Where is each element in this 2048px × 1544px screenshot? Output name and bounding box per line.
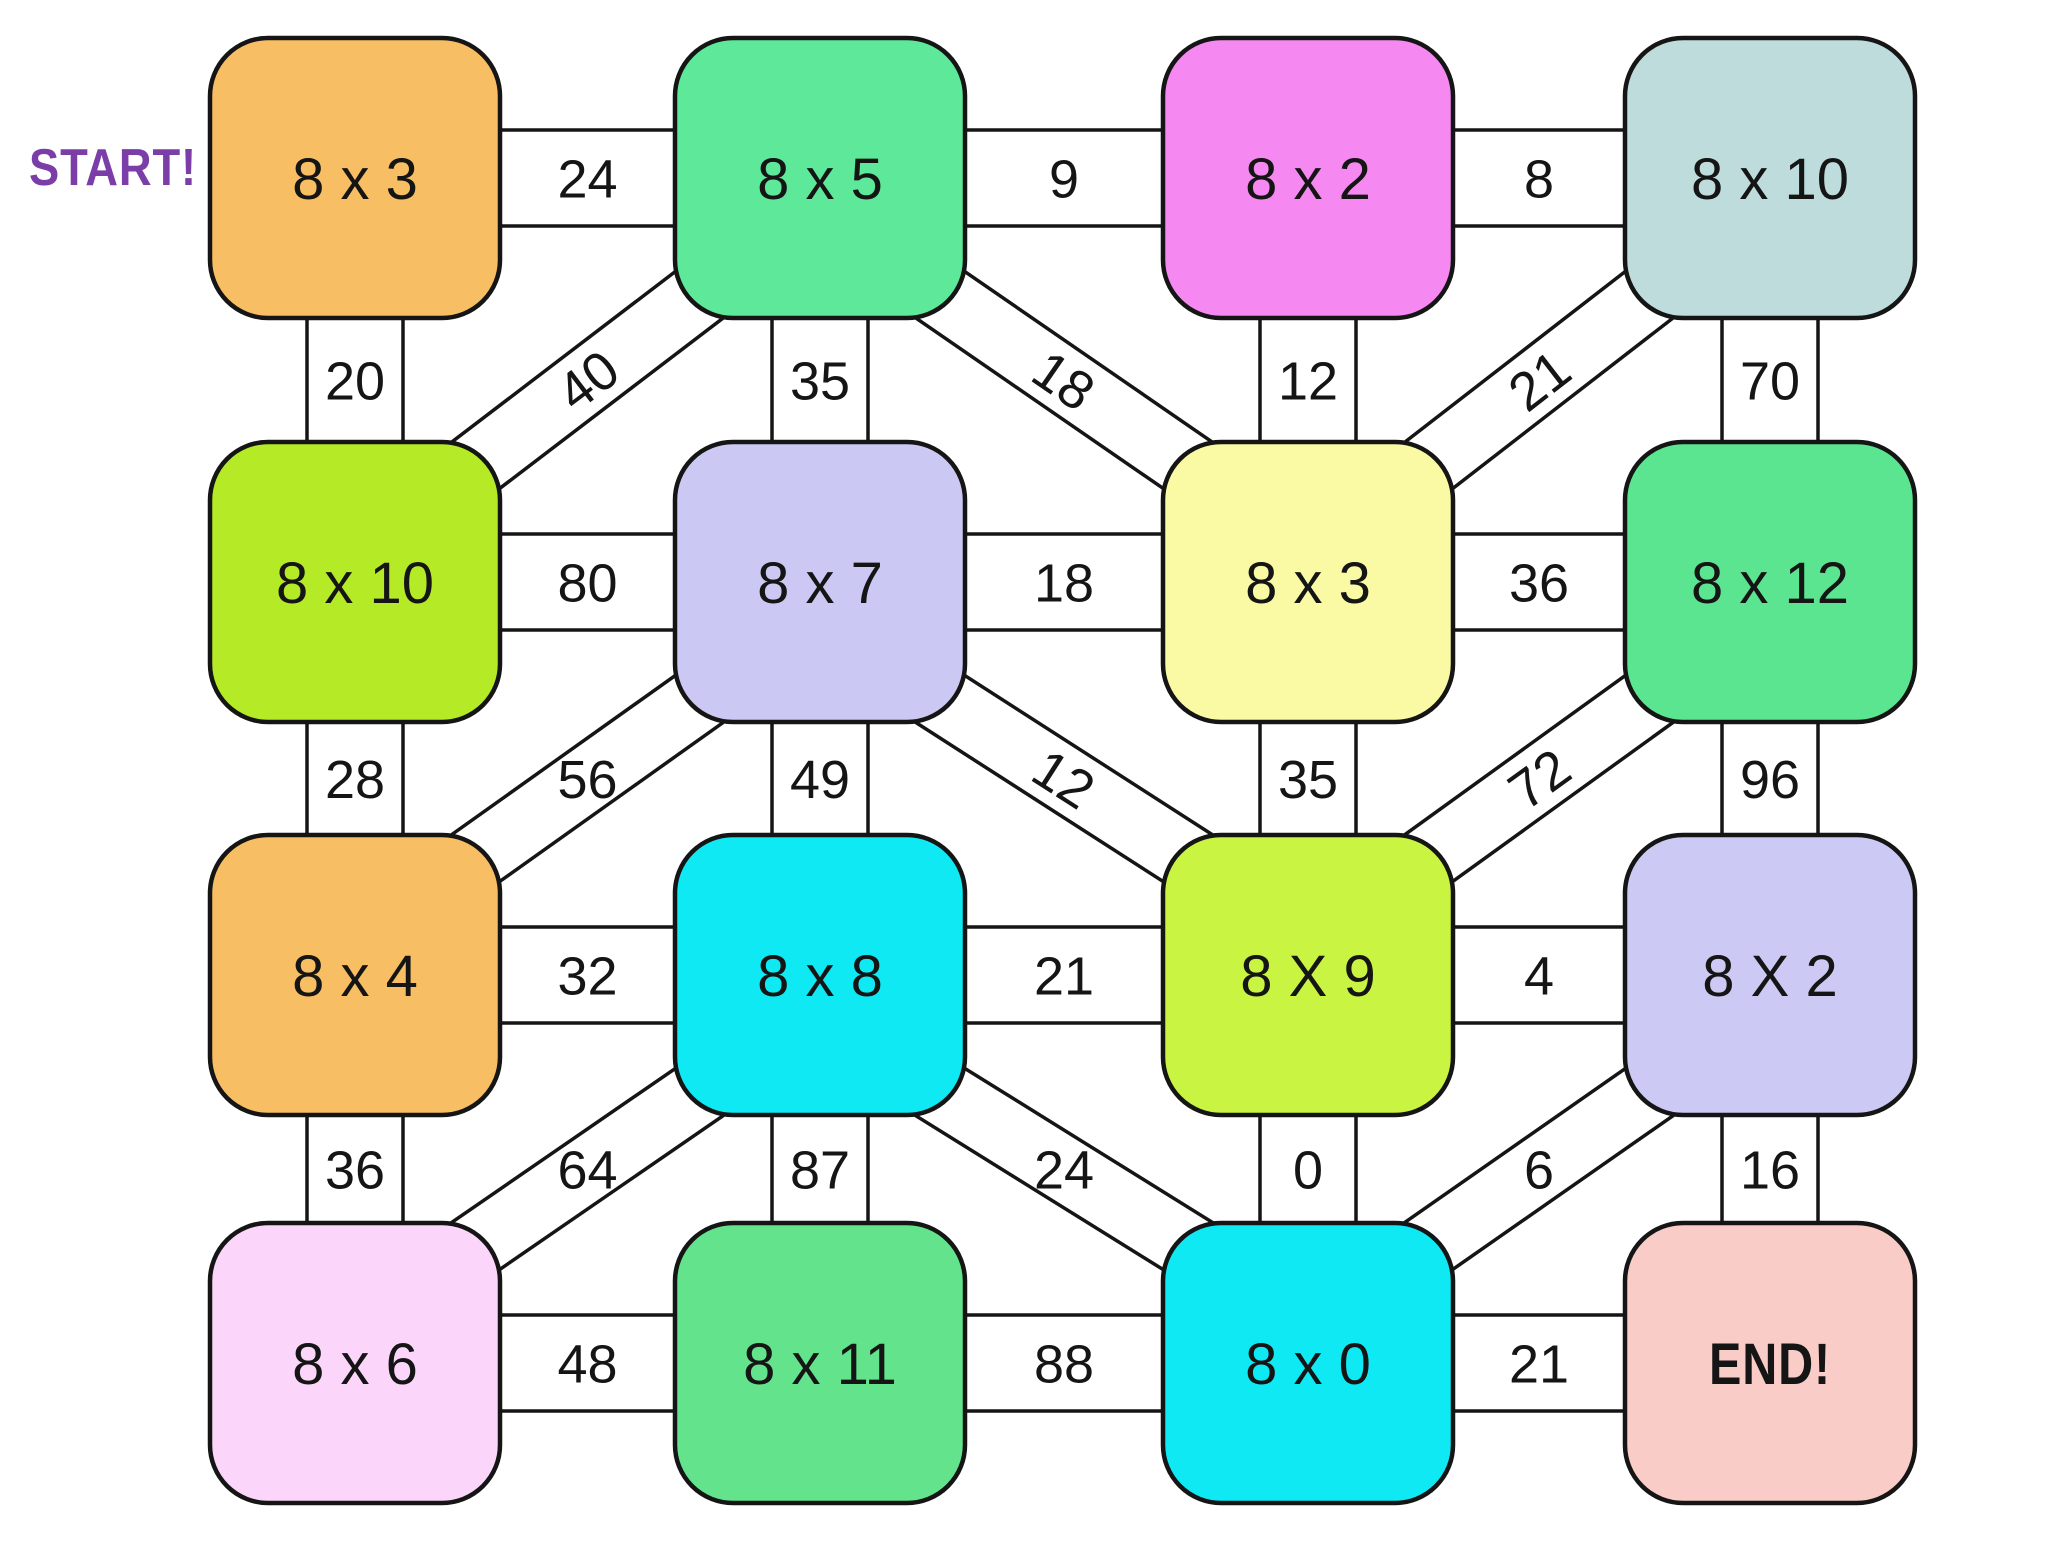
maze-path (770, 710, 870, 847)
maze-tile (1160, 35, 1456, 321)
maze-tile (672, 832, 968, 1118)
maze-node-8x12: 8 x 12 (1622, 439, 1918, 725)
maze-path-answer: 6 (1524, 1140, 1554, 1200)
maze-node-label: 8 x 0 (1245, 1332, 1371, 1397)
maze-path-answer: 18 (1034, 553, 1094, 613)
maze-node-8x3-start: 8 x 3 (207, 35, 503, 321)
maze-node-label: 8 X 9 (1240, 944, 1375, 1009)
maze-path-answer: 56 (557, 750, 617, 810)
maze-node-8x5: 8 x 5 (672, 35, 968, 321)
maze-node-label: 8 x 7 (757, 551, 883, 616)
maze-node-8x4: 8 x 4 (207, 832, 503, 1118)
maze-node-label: 8 x 11 (743, 1332, 897, 1397)
maze-path-answer: 32 (557, 946, 617, 1006)
maze-tile (207, 1220, 503, 1506)
maze-path-answer: 64 (557, 1140, 617, 1200)
maze-path-answer: 16 (1740, 1140, 1800, 1200)
maze-path-answer: 12 (1278, 351, 1338, 411)
start-label: START! (29, 139, 197, 197)
maze-node-8x10-top: 8 x 10 (1622, 35, 1918, 321)
maze-path-answer: 36 (1509, 553, 1569, 613)
maze-tile (1622, 832, 1918, 1118)
maze-path (305, 710, 405, 847)
maze-path-answer: 49 (790, 750, 850, 810)
maze-node-8x8: 8 x 8 (672, 832, 968, 1118)
maze-node-label: 8 x 3 (1245, 551, 1371, 616)
maze-path-answer: 48 (557, 1334, 617, 1394)
maze-path-answer: 28 (325, 750, 385, 810)
maze-path-answer: 35 (1278, 750, 1338, 810)
maze-tile (1160, 832, 1456, 1118)
maze-tiles-layer: 8 x 3 8 x 5 8 x 2 8 x 10 8 x 10 8 x 7 8 x 3 8 x… (207, 35, 1918, 1506)
maze-tile (672, 1220, 968, 1506)
maze-node-label: 8 x 8 (757, 944, 883, 1009)
maze-node-label: 8 x 6 (292, 1332, 418, 1397)
maze-path-answer: 4 (1524, 946, 1554, 1006)
maze-path-answer: 80 (557, 553, 617, 613)
maze-path (1258, 1103, 1358, 1235)
end-node: END! (1622, 1220, 1918, 1506)
maze-node-label: 8 x 4 (292, 944, 418, 1009)
maze-node-label: 8 x 3 (292, 147, 418, 212)
maze-path-answer: 24 (557, 149, 617, 209)
maze-tile (207, 832, 503, 1118)
maze-path (1441, 128, 1637, 228)
maze-path (953, 128, 1175, 228)
maze-node-8x2-right: 8 X 2 (1622, 832, 1918, 1118)
maze-node-8x0: 8 x 0 (1160, 1220, 1456, 1506)
maze-path-answer: 8 (1524, 149, 1554, 209)
maze-path-answer: 24 (1034, 1140, 1094, 1200)
maze-path-answer: 0 (1293, 1140, 1323, 1200)
maze-path-answer: 20 (325, 351, 385, 411)
end-label: END! (1709, 1332, 1831, 1397)
maze-tile (207, 439, 503, 725)
maze-tile (1622, 439, 1918, 725)
maze-tile (672, 35, 968, 321)
maze-path (1441, 1313, 1637, 1413)
maze-node-8x10-left: 8 x 10 (207, 439, 503, 725)
maze-node-8x11: 8 x 11 (672, 1220, 968, 1506)
maze-path (1720, 306, 1820, 454)
maze-tile (1622, 35, 1918, 321)
maze-path-answer: 96 (1740, 750, 1800, 810)
maze-path-answers-layer: 24 9 8 80 18 36 32 21 4 48 88 21 20 35 12 70 28 49 35 96 36 8… (325, 149, 1800, 1394)
maze-node-label: 8 x 12 (1691, 551, 1849, 616)
maze-path-answer: 21 (1509, 1334, 1569, 1394)
maze-node-label: 8 x 5 (757, 147, 883, 212)
maze-tile (672, 439, 968, 725)
maze-path (1258, 710, 1358, 847)
maze-tile (207, 35, 503, 321)
maze-node-8x2-top: 8 x 2 (1160, 35, 1456, 321)
maze-node-8x3-yellow: 8 x 3 (1160, 439, 1456, 725)
maze-node-label: 8 x 2 (1245, 147, 1371, 212)
maze-tile (1160, 1220, 1456, 1506)
maze-node-label: 8 x 10 (1691, 147, 1849, 212)
maze-path-answer: 87 (790, 1140, 850, 1200)
maze-path (953, 532, 1175, 632)
maze-path-answer: 70 (1740, 351, 1800, 411)
maze-tile (1622, 1220, 1918, 1506)
maze-path-answer: 36 (325, 1140, 385, 1200)
maze-path-answer: 88 (1034, 1334, 1094, 1394)
maze-node-8x6: 8 x 6 (207, 1220, 503, 1506)
maze-node-label: 8 x 10 (276, 551, 434, 616)
maze-node-8x7: 8 x 7 (672, 439, 968, 725)
maze-node-8x9: 8 X 9 (1160, 832, 1456, 1118)
maze-path-answer: 9 (1049, 149, 1079, 209)
maze-node-label: 8 X 2 (1702, 944, 1837, 1009)
maze-path (488, 925, 687, 1025)
maze-tile (1160, 439, 1456, 725)
maze-path (1720, 1103, 1820, 1235)
maze-path-answer: 21 (1034, 946, 1094, 1006)
maze-path (1720, 710, 1820, 847)
maze-path-answer: 35 (790, 351, 850, 411)
